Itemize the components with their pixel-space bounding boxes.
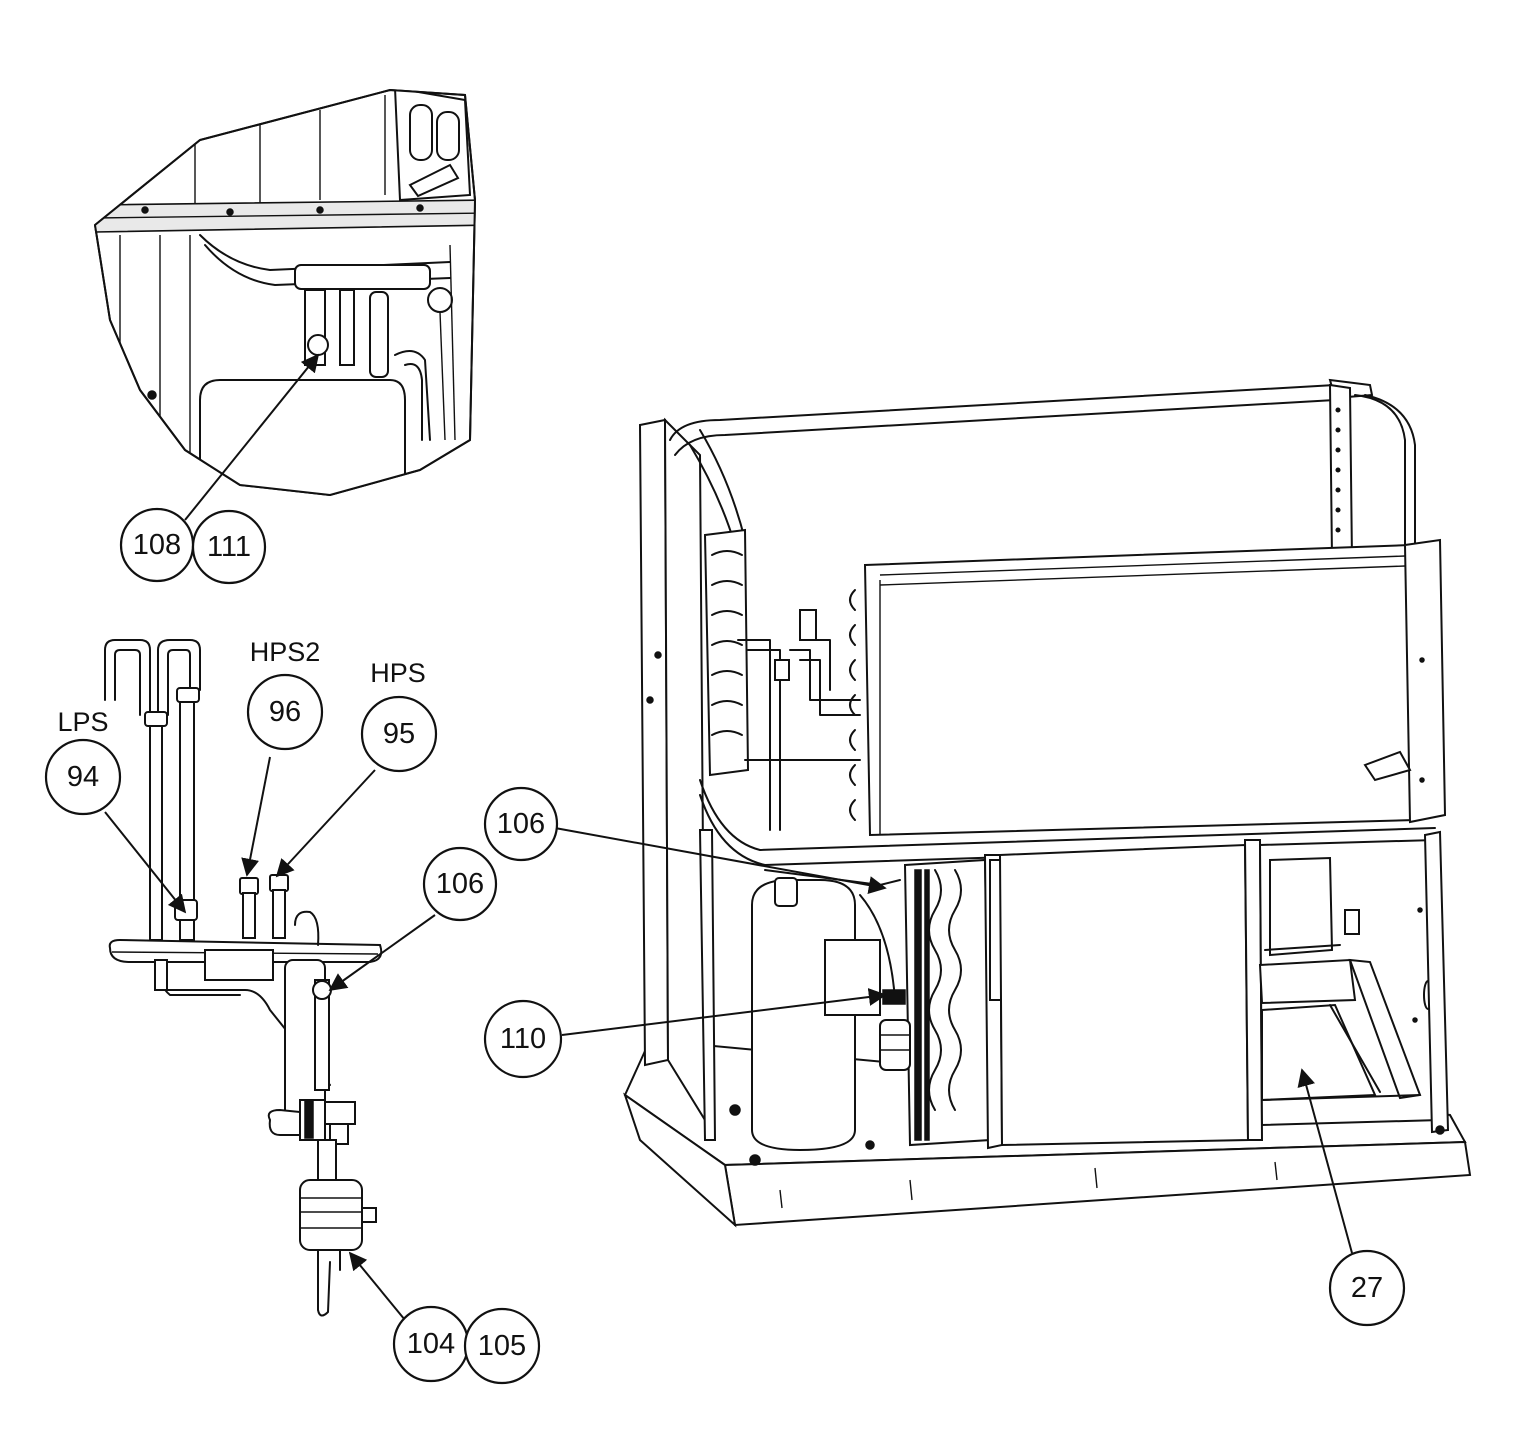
detail-view [93, 88, 477, 497]
callout-106b: 106 [483, 786, 559, 862]
svg-text:96: 96 [269, 696, 301, 728]
leader-108 [184, 353, 320, 521]
leader-96 [241, 756, 271, 877]
leader-106b [554, 827, 887, 894]
callout-96: 96 [246, 673, 324, 751]
svg-text:104: 104 [407, 1328, 455, 1360]
leader-106a [328, 914, 436, 992]
svg-text:105: 105 [478, 1330, 526, 1362]
leader-95 [275, 769, 376, 878]
label-lps: LPS [57, 707, 108, 737]
callout-104: 104 [392, 1305, 470, 1383]
svg-text:111: 111 [207, 531, 251, 563]
switch-assembly [104, 639, 383, 1317]
callout-110: 110 [483, 999, 563, 1079]
callout-111: 111 [191, 509, 267, 585]
callout-108: 108 [119, 507, 195, 583]
label-hps: HPS [370, 658, 426, 688]
callout-105: 105 [463, 1307, 541, 1385]
svg-text:106: 106 [497, 808, 545, 840]
label-hps2: HPS2 [250, 637, 321, 667]
svg-text:94: 94 [67, 761, 99, 793]
svg-text:27: 27 [1351, 1272, 1383, 1304]
leader-110 [561, 988, 887, 1036]
leader-94 [104, 811, 187, 914]
main-unit [623, 378, 1472, 1228]
leader-104 [348, 1251, 406, 1321]
svg-text:110: 110 [500, 1023, 546, 1055]
svg-text:106: 106 [436, 868, 484, 900]
callout-94: 94 [44, 738, 122, 816]
callout-106a: 106 [422, 846, 498, 922]
leader-27 [1297, 1068, 1353, 1254]
callout-27: 27 [1328, 1249, 1406, 1327]
callout-95: 95 [360, 695, 438, 773]
svg-text:108: 108 [133, 529, 181, 561]
svg-text:95: 95 [383, 718, 415, 750]
